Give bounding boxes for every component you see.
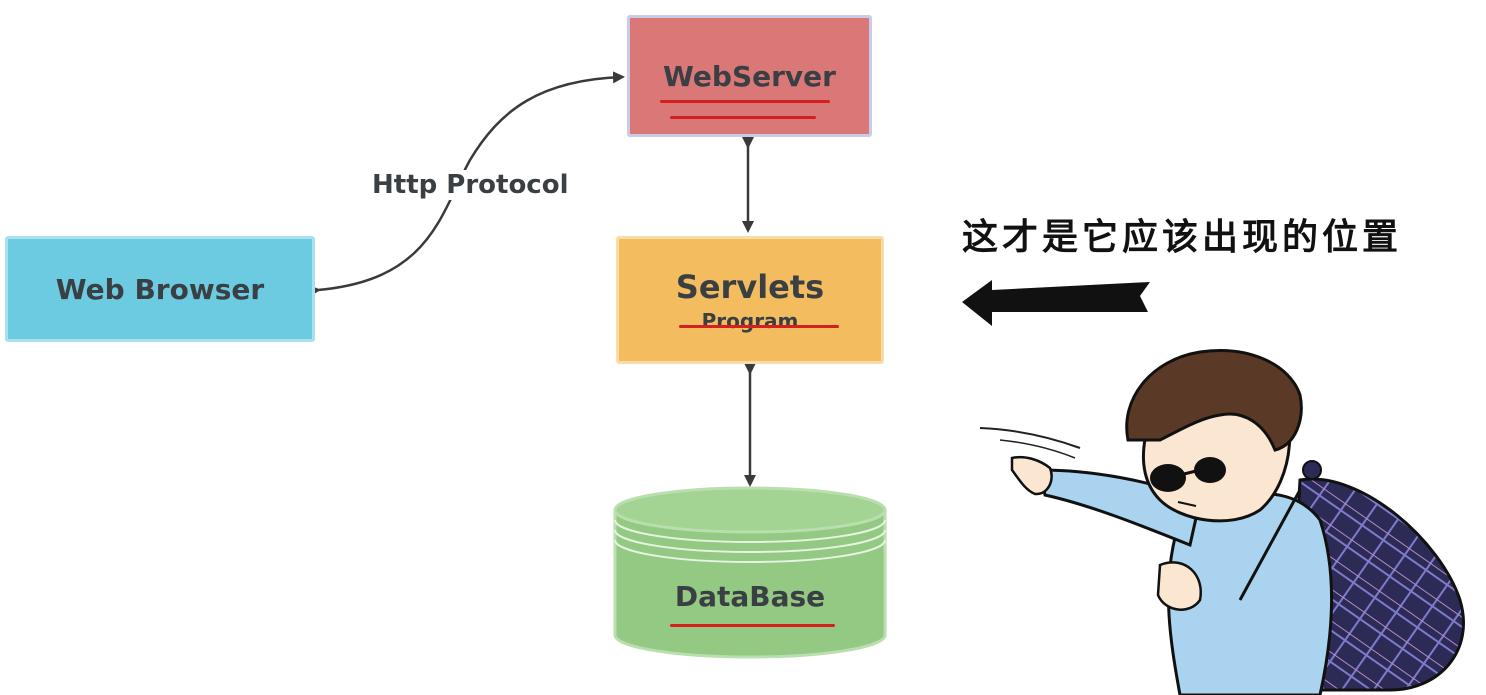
web-browser-node: Web Browser [5,236,315,342]
servlets-node: Servlets Program [616,236,884,364]
pointer-arrow [962,280,1150,326]
servlets-label: Servlets [675,268,825,306]
web-server-node: WebServer [627,15,872,137]
database-label: DataBase [615,580,885,613]
web-browser-label: Web Browser [55,272,265,306]
annotation-caption: 这才是它应该出现的位置 [962,217,1403,258]
http-protocol-connector [308,71,625,297]
http-protocol-label: Http Protocol [370,170,571,200]
red-underline [670,624,835,627]
red-underline [679,325,839,328]
red-underline [670,116,816,119]
database-label-text: DataBase [674,580,826,613]
database-cylinder [613,486,887,659]
web-server-label: WebServer [663,59,836,93]
servlets-sub-label: Program [701,309,799,333]
red-underline [660,100,830,103]
cartoon-man [979,349,1465,695]
